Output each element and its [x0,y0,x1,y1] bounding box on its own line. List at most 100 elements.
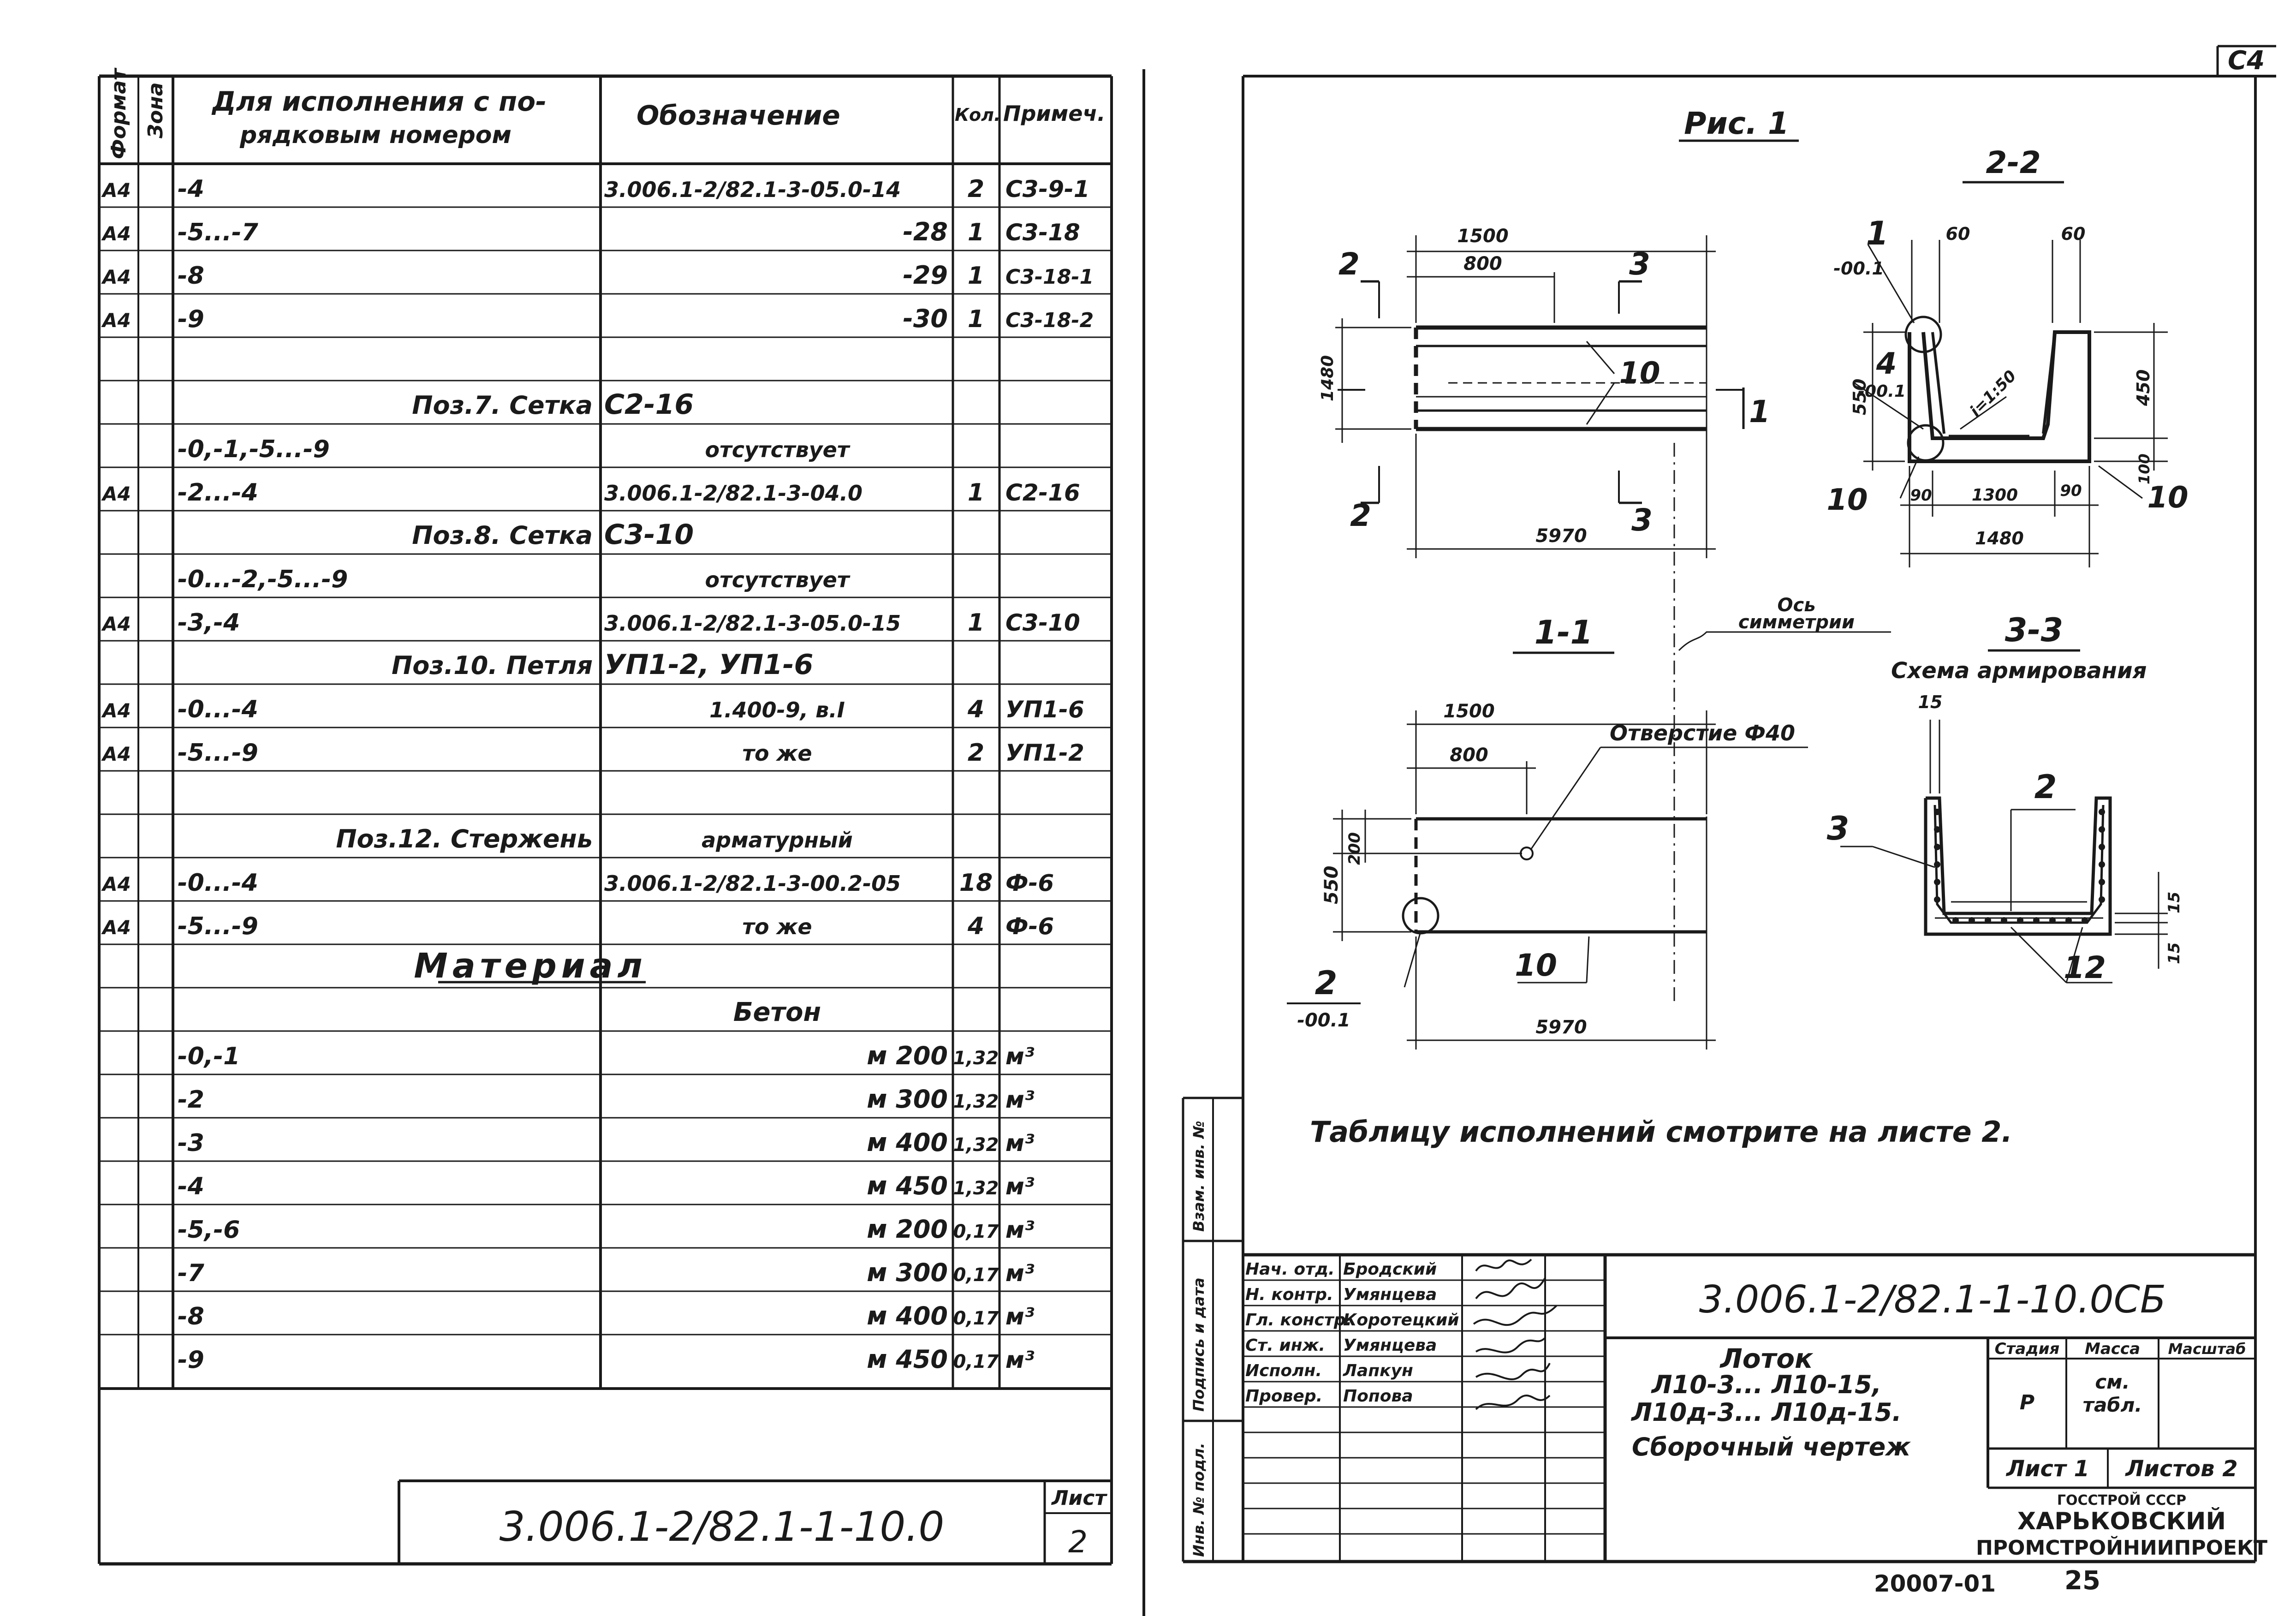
figure-title: Рис. 1 [1684,106,1789,141]
note-text: Таблицу исполнений смотрите на листе 2. [1310,1115,2012,1149]
stage-value: Р [2020,1391,2034,1414]
left-sheet [98,74,1113,1566]
plan-pos-10: 10 [1619,356,1660,390]
row-designation: м 300 [867,1258,948,1287]
s11-dim-200: 200 [1345,832,1364,865]
row-note: УП1-2 [1005,739,1084,766]
row-note: С3-9-1 [1005,176,1090,203]
row-format: А4 [101,222,131,245]
row-designation: -28 [903,217,948,246]
scheme-label: Схема армирования [1891,658,2147,684]
section-1-1-title: 1-1 [1535,614,1593,651]
rebar-dot [1934,809,1940,815]
rebar-dot [1934,861,1940,868]
row-note: Ф-6 [1005,870,1054,896]
row-note: С2-16 [1005,479,1080,506]
row-material-heading: Материал [414,946,647,986]
rebar-dot [2099,826,2105,833]
tb-role: Провер. [1245,1387,1322,1406]
row-format: А4 [101,613,131,635]
plan-cut-2-bottom: 2 [1350,498,1371,533]
section-1-1 [1333,710,1808,1050]
rebar-dot [1934,826,1940,833]
row-designation: м 450 [867,1171,948,1200]
row-designation: 1.400-9, в.I [709,698,845,722]
scale-header: Масштаб [2168,1340,2246,1358]
rebar-dot [2082,917,2088,924]
signatures [1473,1258,1558,1410]
mass-value-2: табл. [2083,1394,2142,1416]
header-zone: Зона [144,82,167,139]
org-line-1: ГОССТРОЙ СССР [2057,1492,2186,1509]
s22-dim-60b: 60 [2061,224,2086,244]
row-note: м³ [1005,1086,1035,1113]
s22-callout-4-sub: -00.1 [1858,382,1906,401]
row-note: м³ [1005,1130,1035,1157]
s11-callout-10: 10 [1515,948,1557,983]
section-3-3-title: 3-3 [2005,611,2063,649]
row-variant: -4 [178,1173,204,1200]
tb-name: Умянцева [1343,1336,1437,1355]
header-designation: Обозначение [636,100,840,131]
s11-dim-550: 550 [1321,866,1342,905]
row-variant: -8 [178,262,204,290]
row-qty: 0,17 [953,1308,999,1329]
row-variant: -0...-4 [178,696,258,723]
header-note: Примеч. [1003,101,1106,126]
row-variant: -5...-9 [178,739,258,767]
tb-role: Нач. отд. [1245,1260,1335,1279]
row-note: м³ [1005,1303,1035,1330]
rebar-dot [2099,896,2105,903]
plan-cut-1: 1 [1749,394,1770,429]
row-note: С3-18-2 [1005,309,1094,332]
row-qty: 1,32 [953,1134,999,1156]
row-note: УП1-6 [1005,696,1084,723]
stage-header: Стадия [1995,1340,2060,1358]
row-designation: м 400 [867,1301,948,1330]
row-qty: 4 [967,912,984,940]
row-variant: -3 [178,1129,204,1157]
rebar-dot [1934,844,1940,850]
row-note: С3-10 [1005,609,1080,636]
plan-view [1335,235,1745,558]
row-qty: 0,17 [953,1351,999,1372]
tb-name: Бродский [1343,1260,1437,1279]
row-variant: -9 [178,1346,204,1374]
row-qty: 0,17 [953,1221,999,1242]
plan-cut-2-top: 2 [1338,246,1360,282]
tb-role: Ст. инж. [1245,1336,1325,1355]
row-variant: -0...-4 [178,869,258,897]
rebar-dot [1969,917,1975,924]
axis-label-1: Ось [1777,595,1815,616]
product-name-4: Сборочный чертеж [1632,1432,1911,1461]
row-format: А4 [101,309,131,332]
row-designation: -29 [903,261,948,290]
rebar-dot [2099,861,2105,868]
row-qty: 18 [959,869,993,897]
s22-callout-10a: 10 [1826,483,1868,517]
row-designation: арматурный [702,828,853,853]
row-designation: 3.006.1-2/82.1-3-04.0 [604,481,862,506]
sheets-total: Листов 2 [2124,1456,2237,1482]
title-block-code: 3.006.1-2/82.1-1-10.0СБ [1699,1278,2166,1322]
row-qty: 2 [968,175,984,203]
s22-callout-1: 1 [1866,215,1889,252]
stamp-signature-date: Подпись и дата [1190,1277,1207,1412]
header-format: Формат [107,67,131,159]
plan-cut-3-top: 3 [1629,246,1650,282]
s22-dim-100: 100 [2135,453,2153,484]
org-line-3: ПРОМСТРОЙНИИПРОЕКТ [1976,1535,2267,1560]
row-designation: отсутствует [705,567,850,592]
row-qty: 1 [968,219,984,246]
header-variant-line2: рядковым номером [239,121,512,149]
row-format: А4 [101,266,131,288]
s33-dim-15a: 15 [2165,892,2183,913]
plan-dim-1480: 1480 [1318,355,1337,401]
left-sheet-label: Лист [1051,1486,1107,1510]
row-note: м³ [1005,1260,1035,1287]
row-note: м³ [1005,1216,1035,1243]
row-designation: Бетон [733,997,821,1027]
tb-role: Н. контр. [1245,1285,1333,1304]
row-position-heading: Поз.10. Петля [392,651,593,680]
